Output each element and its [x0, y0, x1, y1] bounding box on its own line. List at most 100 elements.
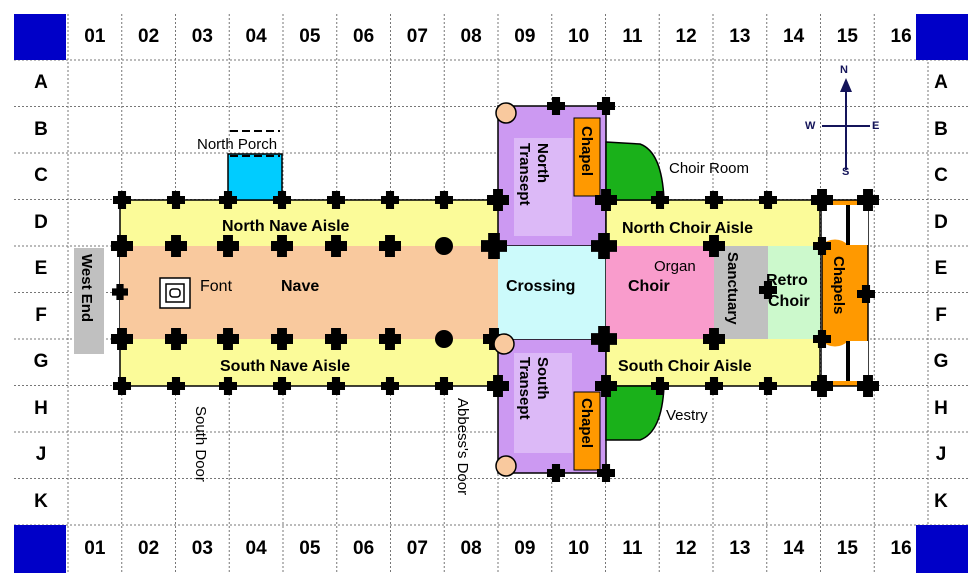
column-header: 08: [460, 26, 482, 47]
label-organ: Organ: [654, 258, 696, 275]
west-end-area: [74, 248, 104, 354]
column-header: 03: [191, 26, 213, 47]
pier: [113, 377, 131, 396]
pier: [167, 191, 185, 209]
pier: [273, 191, 292, 209]
pier: [327, 377, 346, 396]
label-choir-room: Choir Room: [669, 160, 750, 177]
row-header: H: [34, 397, 48, 419]
column-header: 15: [836, 26, 858, 47]
compass-icon: [822, 78, 870, 170]
choir-area: [606, 246, 714, 339]
column-header: 02: [138, 26, 160, 47]
pier: [597, 97, 615, 115]
column-header: 16: [890, 26, 912, 47]
column-header: 06: [353, 538, 375, 559]
pier: [651, 377, 669, 396]
pier: [167, 377, 185, 396]
column-header: 16: [890, 538, 912, 559]
column-header: 04: [245, 538, 267, 559]
font-symbol: [159, 277, 191, 309]
row-header: E: [34, 258, 48, 280]
column-header: 11: [622, 538, 643, 559]
row-header: F: [35, 304, 47, 326]
label-chapels: Chapels: [830, 256, 847, 315]
pier: [651, 191, 669, 209]
pier: [813, 330, 831, 349]
pier: [759, 377, 777, 396]
label-abbess-door: Abbess's Door: [454, 398, 471, 496]
row-header: G: [33, 351, 49, 373]
row-header: D: [34, 211, 48, 233]
row-header: A: [934, 72, 948, 94]
compass-w: W: [805, 120, 816, 132]
column-header: 11: [622, 26, 643, 47]
column-header: 07: [406, 26, 428, 47]
pier: [381, 377, 400, 396]
south-transept-inner: [514, 353, 572, 453]
pier: [487, 189, 509, 211]
row-header: C: [934, 165, 948, 187]
pier: [273, 377, 292, 396]
label-north-nave-aisle: North Nave Aisle: [222, 218, 350, 235]
label-north-transept-2: Transept: [516, 143, 533, 206]
column-header: 03: [191, 538, 213, 559]
pier: [487, 375, 509, 397]
label-south-transept-2: Transept: [516, 357, 533, 420]
pier: [110, 328, 133, 350]
label-south-nave-aisle: South Nave Aisle: [220, 358, 351, 375]
row-header: F: [935, 304, 947, 326]
column-header: 05: [299, 538, 321, 559]
pier: [435, 377, 454, 396]
pier: [703, 235, 725, 257]
pier: [113, 191, 131, 209]
pier: [703, 328, 725, 350]
column-header: 06: [353, 26, 375, 47]
pier: [381, 191, 400, 209]
pier: [435, 191, 454, 209]
label-font: Font: [200, 278, 233, 295]
pier: [705, 191, 723, 209]
column-header: 14: [783, 26, 805, 47]
pier: [379, 235, 401, 257]
label-chapel-north: Chapel: [578, 126, 595, 177]
pier: [327, 191, 346, 209]
column-header: 09: [514, 26, 536, 47]
piers: [110, 97, 879, 483]
column-header: 05: [299, 26, 321, 47]
pier: [325, 328, 347, 350]
compass-n: N: [840, 64, 848, 76]
label-west-end: West End: [78, 254, 95, 323]
pier: [591, 233, 618, 259]
pier: [325, 235, 347, 257]
pier: [705, 377, 723, 396]
column-header: 14: [783, 538, 805, 559]
corner-top-left: [14, 14, 66, 60]
chapel-niche-bottom: [822, 341, 868, 381]
column-header: 02: [138, 538, 160, 559]
pier: [217, 235, 239, 257]
corner-bottom-left: [14, 525, 66, 573]
pier: [597, 464, 615, 483]
label-north-choir-aisle: North Choir Aisle: [622, 220, 753, 237]
label-vestry: Vestry: [666, 407, 708, 424]
pier: [483, 328, 505, 350]
label-nave: Nave: [281, 278, 320, 295]
pier: [219, 191, 237, 209]
pier: [547, 97, 565, 115]
pier: [811, 189, 833, 211]
row-header: K: [34, 490, 48, 512]
label-south-transept-1: South: [534, 357, 551, 400]
row-header: B: [34, 118, 48, 140]
column-header: 08: [460, 538, 482, 559]
row-header: C: [34, 165, 48, 187]
label-crossing: Crossing: [506, 278, 576, 295]
north-transept-inner: [514, 138, 572, 236]
pier: [759, 191, 777, 209]
compass-e: E: [872, 120, 880, 132]
pier: [271, 235, 293, 257]
north-chapel-area: [573, 117, 601, 197]
label-sanctuary: Sanctuary: [724, 252, 741, 325]
label-north-transept-1: North: [534, 143, 551, 183]
choir-room-area: [605, 141, 665, 201]
